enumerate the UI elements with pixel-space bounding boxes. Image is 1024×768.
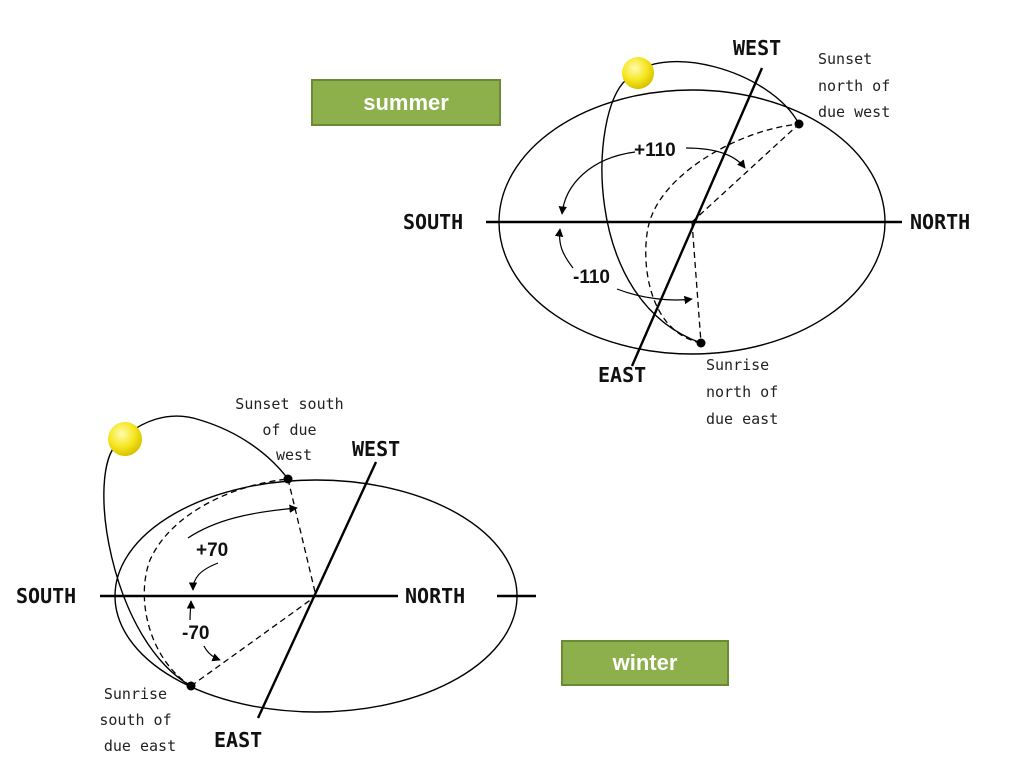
winter-dashed-arc [143, 478, 289, 687]
winter-label: winter [612, 650, 678, 675]
winter-dashed-sunset-line [287, 478, 317, 597]
winter-sunrise-dot [186, 681, 196, 691]
winter-north-label: NORTH [405, 584, 465, 608]
winter-sunset-note: Sunset south of due west [235, 395, 352, 464]
winter-east-west-axis [256, 461, 378, 719]
winter-arrow-negative-top [186, 600, 196, 621]
winter-sunrise-note: Sunrise south of due east [99, 685, 180, 755]
winter-west-label: WEST [352, 437, 400, 461]
summer-sunrise-dot [696, 338, 706, 348]
winter-sunset-dot [283, 474, 293, 484]
winter-arrow-positive-top [187, 504, 298, 539]
summer-label-box: summer [311, 79, 501, 126]
summer-south-label: SOUTH [403, 210, 463, 234]
winter-label-box: winter [561, 640, 729, 686]
winter-diagram: SOUTH NORTH WEST EAST +70 -70 Sunset sou… [16, 395, 536, 755]
summer-sun-path [601, 60, 800, 344]
winter-arrow-positive-bottom [188, 562, 219, 591]
winter-sun-icon [108, 422, 142, 456]
summer-sun-icon [622, 57, 654, 89]
summer-east-west-axis [630, 67, 764, 367]
summer-sunrise-note: Sunrise north of due east [706, 356, 787, 428]
summer-dashed-sunrise-line [691, 221, 702, 344]
summer-dashed-arc [645, 123, 800, 344]
winter-dashed-sunrise-line [190, 595, 317, 687]
winter-arrow-negative-bottom [203, 645, 221, 662]
summer-sunset-dot [794, 119, 804, 129]
winter-east-label: EAST [214, 728, 262, 752]
summer-arrow-negative-right [616, 288, 693, 305]
summer-angle-positive: +110 [634, 140, 676, 161]
summer-diagram: SOUTH NORTH WEST EAST +110 -110 Sunset n… [403, 36, 970, 428]
summer-east-label: EAST [598, 363, 646, 387]
summer-angle-negative: -110 [573, 267, 610, 288]
summer-sunset-note: Sunset north of due west [818, 50, 899, 121]
summer-north-label: NORTH [910, 210, 970, 234]
summer-arrow-negative [554, 228, 574, 269]
summer-label: summer [363, 89, 449, 115]
winter-angle-negative: -70 [182, 623, 209, 644]
summer-west-label: WEST [733, 36, 781, 60]
summer-dashed-sunset-line [691, 123, 800, 223]
summer-arrow-positive-right [685, 147, 746, 169]
summer-arrow-positive [558, 151, 636, 215]
winter-angle-positive: +70 [196, 540, 228, 561]
winter-south-label: SOUTH [16, 584, 76, 608]
